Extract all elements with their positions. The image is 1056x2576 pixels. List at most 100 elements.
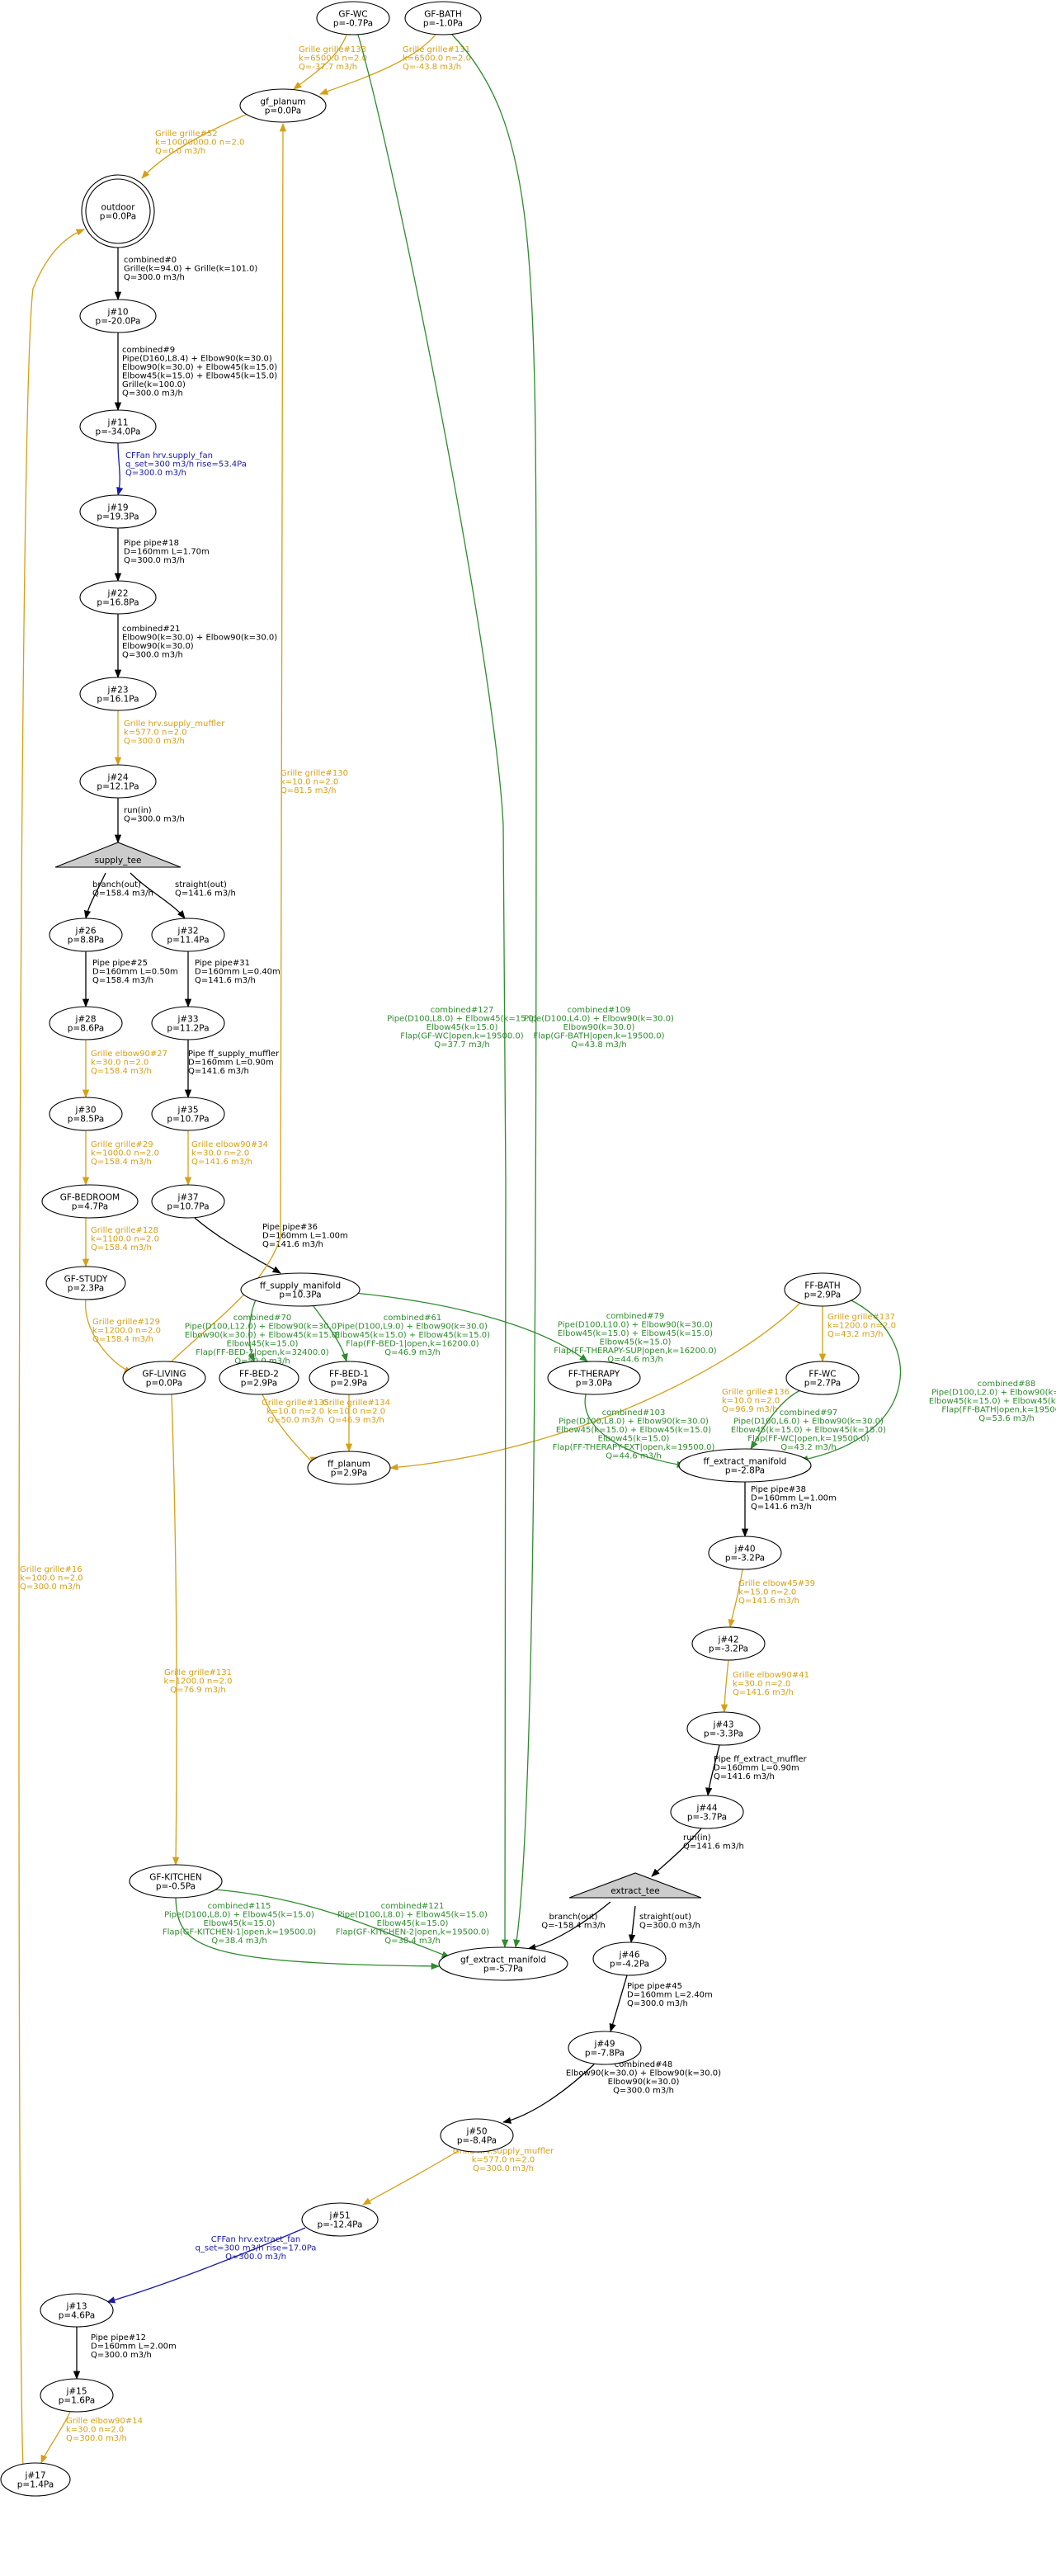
node-j22[interactable]: j#22p=16.8Pa — [79, 580, 157, 615]
node-name: ff_planum — [328, 1460, 370, 1470]
node-pressure: p=-0.5Pa — [156, 1882, 196, 1892]
node-j43[interactable]: j#43p=-3.3Pa — [686, 1711, 761, 1746]
node-ff-bed-2[interactable]: FF-BED-2p=2.9Pa — [219, 1361, 299, 1395]
node-j46[interactable]: j#46p=-4.2Pa — [592, 1941, 667, 1976]
edge-label: Elbow45(k=15.0) + Elbow45(k=15.0) — [558, 1329, 713, 1338]
node-name: extract_tee — [610, 1886, 660, 1896]
edge-label: Elbow90(k=30.0) + Elbow90(k=30.0) — [566, 2069, 721, 2078]
node-name: FF-WC — [808, 1370, 836, 1380]
node-ff-bed-1[interactable]: FF-BED-1p=2.9Pa — [309, 1361, 389, 1395]
node-name: gf_planum — [260, 97, 305, 107]
node-pressure: p=-8.4Pa — [457, 2136, 497, 2146]
edge-label: Flap(FF-THERAPY-EXT|open,k=19500.0) — [553, 1443, 715, 1452]
node-j26[interactable]: j#26p=8.8Pa — [49, 918, 123, 952]
edge-label: Grille grille#134 — [323, 1399, 390, 1408]
node-j10[interactable]: j#10p=-20.0Pa — [79, 299, 157, 333]
node-j37[interactable]: j#37p=10.7Pa — [151, 1184, 225, 1219]
edge-label: combined#21 — [122, 625, 180, 634]
edge-label: Grille elbow45#39 — [738, 1579, 815, 1588]
edge-line — [728, 1569, 743, 1629]
node-pressure: p=8.8Pa — [68, 936, 104, 946]
edge-e-tee-gfem: branch(out)Q=-158.4 m3/h — [526, 1901, 611, 1951]
node-j49[interactable]: j#49p=-7.8Pa — [568, 2031, 642, 2065]
node-j40[interactable]: j#40p=-3.2Pa — [708, 1536, 782, 1570]
node-ff-wc[interactable]: FF-WCp=2.7Pa — [785, 1361, 860, 1395]
edge-label: combined#0 — [124, 256, 177, 265]
edge-line — [171, 1394, 180, 1866]
edge-label: Q=141.6 m3/h — [188, 1067, 249, 1076]
node-j11[interactable]: j#11p=-34.0Pa — [79, 409, 157, 444]
node-shape — [686, 1711, 761, 1746]
node-name: j#28 — [74, 1015, 96, 1025]
node-j33[interactable]: j#33p=11.2Pa — [151, 1006, 225, 1040]
edge-label: k=10000000.0 n=2.0 — [155, 139, 244, 148]
edge-label: combined#9 — [122, 346, 175, 355]
node-j15[interactable]: j#15p=1.6Pa — [40, 2378, 114, 2413]
edge-label: Elbow45(k=15.0) — [204, 1919, 276, 1928]
node-j35[interactable]: j#35p=10.7Pa — [151, 1097, 225, 1131]
edge-label: Elbow45(k=15.0) — [598, 1435, 670, 1444]
edge-label: k=30.0 n=2.0 — [91, 1059, 148, 1068]
node-j32[interactable]: j#32p=11.4Pa — [151, 918, 225, 952]
node-pressure: p=1.4Pa — [17, 2480, 54, 2490]
node-j50[interactable]: j#50p=-8.4Pa — [440, 2118, 514, 2153]
edge-label: Q=46.9 m3/h — [328, 1416, 384, 1425]
node-pressure: p=2.9Pa — [804, 1290, 841, 1300]
node-j13[interactable]: j#13p=4.6Pa — [40, 2293, 114, 2328]
node-j44[interactable]: j#44p=-3.7Pa — [670, 1795, 744, 1829]
node-gf-wc[interactable]: GF-WCp=-0.7Pa — [316, 1, 390, 35]
node-extract_tee[interactable]: extract_tee — [568, 1872, 702, 1899]
node-pressure: p=-3.3Pa — [704, 1729, 743, 1739]
edge-label: Pipe(D100,L9.0) + Elbow90(k=30.0) — [337, 1323, 488, 1332]
node-supply_tee[interactable]: supply_tee — [54, 842, 182, 868]
edge-label: Q=158.4 m3/h — [92, 1335, 153, 1344]
node-name: j#11 — [106, 418, 128, 428]
node-shape — [41, 1184, 139, 1219]
edge-label: combined#115 — [208, 1902, 271, 1911]
edge-label: Q=300.0 m3/h — [613, 2087, 674, 2096]
node-j42[interactable]: j#42p=-3.2Pa — [691, 1626, 766, 1661]
edge-label: D=160mm L=0.50m — [92, 968, 178, 977]
edge-label: Q=43.2 m3/h — [827, 1330, 884, 1339]
edge-label: straight(out) — [639, 1913, 691, 1922]
node-j51[interactable]: j#51p=-12.4Pa — [301, 2202, 379, 2237]
edge-label: Q=141.6 m3/h — [738, 1597, 799, 1606]
edge-label: Pipe(D100,L4.0) + Elbow90(k=30.0) — [524, 1015, 674, 1024]
edge-label: Flap(GF-BATH|open,k=19500.0) — [533, 1032, 664, 1041]
edge-line — [354, 1292, 588, 1362]
edge-label: Flap(GF-KITCHEN-1|open,k=19500.0) — [163, 1928, 316, 1937]
node-shape — [79, 409, 157, 444]
edge-line — [362, 2150, 459, 2206]
node-j28[interactable]: j#28p=8.6Pa — [49, 1006, 123, 1040]
edge-label: Elbow45(k=15.0) + Elbow45(k=15.0) — [929, 1397, 1056, 1406]
edge-label: Q=300.0 m3/h — [122, 651, 183, 660]
node-shape — [129, 1864, 223, 1899]
node-j23[interactable]: j#23p=16.1Pa — [79, 677, 157, 711]
node-shape — [79, 299, 157, 333]
node-name: j#42 — [717, 1635, 738, 1645]
node-j24[interactable]: j#24p=12.1Pa — [79, 764, 157, 799]
node-j19[interactable]: j#19p=19.3Pa — [79, 494, 157, 529]
node-j30[interactable]: j#30p=8.5Pa — [49, 1097, 123, 1131]
edge-line — [705, 1744, 720, 1797]
node-j17[interactable]: j#17p=1.4Pa — [0, 2462, 71, 2497]
edge-label: Q=141.6 m3/h — [751, 1503, 812, 1512]
